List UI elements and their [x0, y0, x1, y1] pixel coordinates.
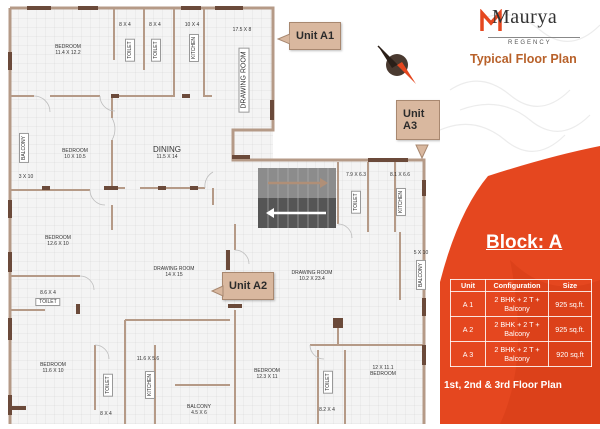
room-kitchen-3: KITCHEN — [145, 371, 155, 399]
cell-size: 925 sq.ft. — [548, 291, 592, 317]
cell-configuration: 2 BHK + 2 T + Balcony — [485, 341, 549, 367]
room-toilet-1-size: 8 X 4 — [119, 22, 131, 28]
room-toilet-3: TOILET — [351, 190, 361, 214]
room-drawing-1-size: 17.5 X 8 — [232, 27, 252, 33]
window-marks — [8, 6, 426, 415]
plan-title: Typical Floor Plan — [470, 52, 577, 66]
room-balcony-1-size: 3 X 10 — [18, 174, 34, 180]
room-toilet-5: TOILET — [103, 373, 113, 397]
room-toilet-5-size: 8 X 4 — [100, 411, 112, 417]
brand-subtitle: REGENCY — [508, 40, 552, 46]
room-balcony-2: BALCONY — [416, 260, 426, 290]
room-balcony-1: BALCONY — [19, 133, 29, 163]
logo-divider — [488, 37, 580, 38]
info-panel: Maurya REGENCY Typical Floor Plan Block:… — [440, 0, 600, 424]
unit-a3-pointer — [415, 144, 429, 160]
room-toilet-2: TOILET — [151, 38, 161, 62]
room-kitchen-2: KITCHEN — [396, 188, 406, 216]
room-kitchen-1-size: 10 X 4 — [184, 22, 200, 28]
room-toilet-2-size: 8 X 4 — [149, 22, 161, 28]
block-title: Block: A — [486, 232, 563, 253]
table-row: A 2 2 BHK + 2 T + Balcony 925 sq.ft. — [450, 316, 592, 342]
cell-unit: A 3 — [450, 341, 486, 367]
door-swings — [33, 95, 353, 360]
room-kitchen-1: KITCHEN — [189, 34, 199, 62]
floors-caption: 1st, 2nd & 3rd Floor Plan — [444, 380, 562, 391]
column-header-configuration: Configuration — [485, 279, 549, 292]
room-toilet-1: TOILET — [125, 38, 135, 62]
unit-a1-tag: Unit A1 — [289, 22, 342, 50]
brand-name: Maurya — [492, 6, 558, 28]
unit-a3-tag: Unit A3 — [396, 100, 440, 140]
column-header-size: Size — [548, 279, 592, 292]
floor-plan-drawing — [8, 6, 426, 424]
room-toilet-6: TOILET — [323, 370, 333, 394]
table-row: A 1 2 BHK + 2 T + Balcony 925 sq.ft. — [450, 291, 592, 317]
cell-configuration: 2 BHK + 2 T + Balcony — [485, 316, 549, 342]
room-kitchen-2-size: 8.1 X 6.6 — [389, 172, 411, 178]
staircase — [258, 168, 336, 228]
room-kitchen-3-size: 11.6 X 5.6 — [136, 356, 160, 362]
room-balcony-2-size: 5 X 10 — [413, 250, 429, 256]
cell-configuration: 2 BHK + 2 T + Balcony — [485, 291, 549, 317]
unit-a2-pointer — [210, 285, 224, 297]
interior-walls — [10, 8, 424, 424]
column-header-unit: Unit — [450, 279, 486, 292]
table-row: A 3 2 BHK + 2 T + Balcony 920 sq.ft — [450, 341, 592, 367]
maurya-logo-mark-icon — [480, 9, 502, 31]
unit-a1-floor — [10, 8, 273, 188]
cell-unit: A 2 — [450, 316, 486, 342]
configuration-table: Unit Configuration Size A 1 2 BHK + 2 T … — [450, 279, 592, 367]
cell-unit: A 1 — [450, 291, 486, 317]
room-toilet-3-size: 7.9 X 6.3 — [345, 172, 367, 178]
room-drawing-1: DRAWING ROOM — [238, 47, 250, 113]
unit-a1-pointer — [276, 33, 290, 45]
unit-a2-tag: Unit A2 — [222, 272, 275, 300]
cell-size: 920 sq.ft — [548, 341, 592, 367]
room-toilet-6-size: 8.2 X 4 — [319, 407, 335, 413]
cell-size: 925 sq.ft. — [548, 316, 592, 342]
table-header-row: Unit Configuration Size — [450, 279, 592, 292]
compass-icon — [377, 45, 416, 84]
